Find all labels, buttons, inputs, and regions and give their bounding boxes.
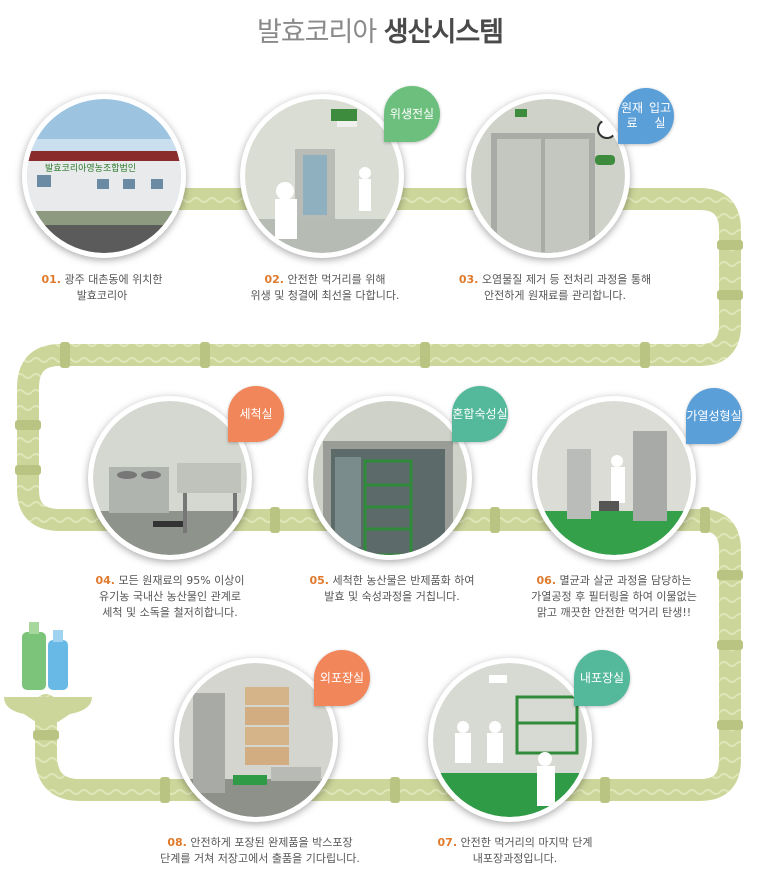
title-light: 발효코리아: [257, 17, 377, 48]
step-05-photo: [308, 396, 472, 560]
step-08-photo: [174, 658, 338, 822]
step-01-caption: 01. 광주 대촌동에 위치한 발효코리아: [41, 273, 163, 302]
step-06-caption: 06. 멸균과 살균 과정을 담당하는 가열공정 후 필터링을 하여 이물없는 …: [531, 574, 697, 619]
step-02-caption: 02. 안전한 먹거리를 위해 위생 및 청결에 최선을 다합니다.: [250, 273, 400, 302]
step-03-caption: 03. 오염물질 제거 등 전처리 과정을 통해 안전하게 원재료를 관리합니다…: [458, 273, 652, 302]
step-04-caption: 04. 모든 원재료의 95% 이상이 유기농 국내산 농산물인 관계로 세척 …: [95, 574, 245, 619]
step-07-caption: 07. 안전한 먹거리의 마지막 단계 내포장과정입니다.: [437, 836, 593, 865]
badge-washing-room: 세척실: [228, 386, 284, 442]
step-05-caption: 05. 세척한 농산물은 반제품화 하여 발효 및 숙성과정을 거칩니다.: [309, 574, 475, 603]
badge-heating-molding-room: 가열 성형실: [686, 388, 742, 444]
badge-outer-packaging-room: 외포장실: [314, 650, 370, 706]
badge-hygiene-room: 위생전실: [384, 86, 440, 142]
building-sign: 발효코리아영농조합법인: [45, 163, 136, 174]
bottles-icon: [22, 622, 68, 690]
page-title: 발효코리아 생산시스템: [0, 10, 760, 49]
step-04-photo: [88, 396, 252, 560]
step-08-caption: 08. 안전하게 포장된 완제품을 박스포장 단계를 거쳐 저장고에서 출품을 …: [160, 836, 360, 865]
badge-raw-material-room: 원재료 입고실: [618, 88, 674, 144]
step-02-photo: [240, 94, 404, 258]
badge-inner-packaging-room: 내포장실: [574, 650, 630, 706]
step-01-photo: 발효코리아영농조합법인: [22, 94, 186, 258]
step-03-photo: [466, 94, 630, 258]
step-07-photo: [428, 658, 592, 822]
step-06-photo: [532, 396, 696, 560]
title-strong: 생산시스템: [383, 17, 504, 48]
badge-mixing-aging-room: 혼합 숙성실: [452, 386, 508, 442]
